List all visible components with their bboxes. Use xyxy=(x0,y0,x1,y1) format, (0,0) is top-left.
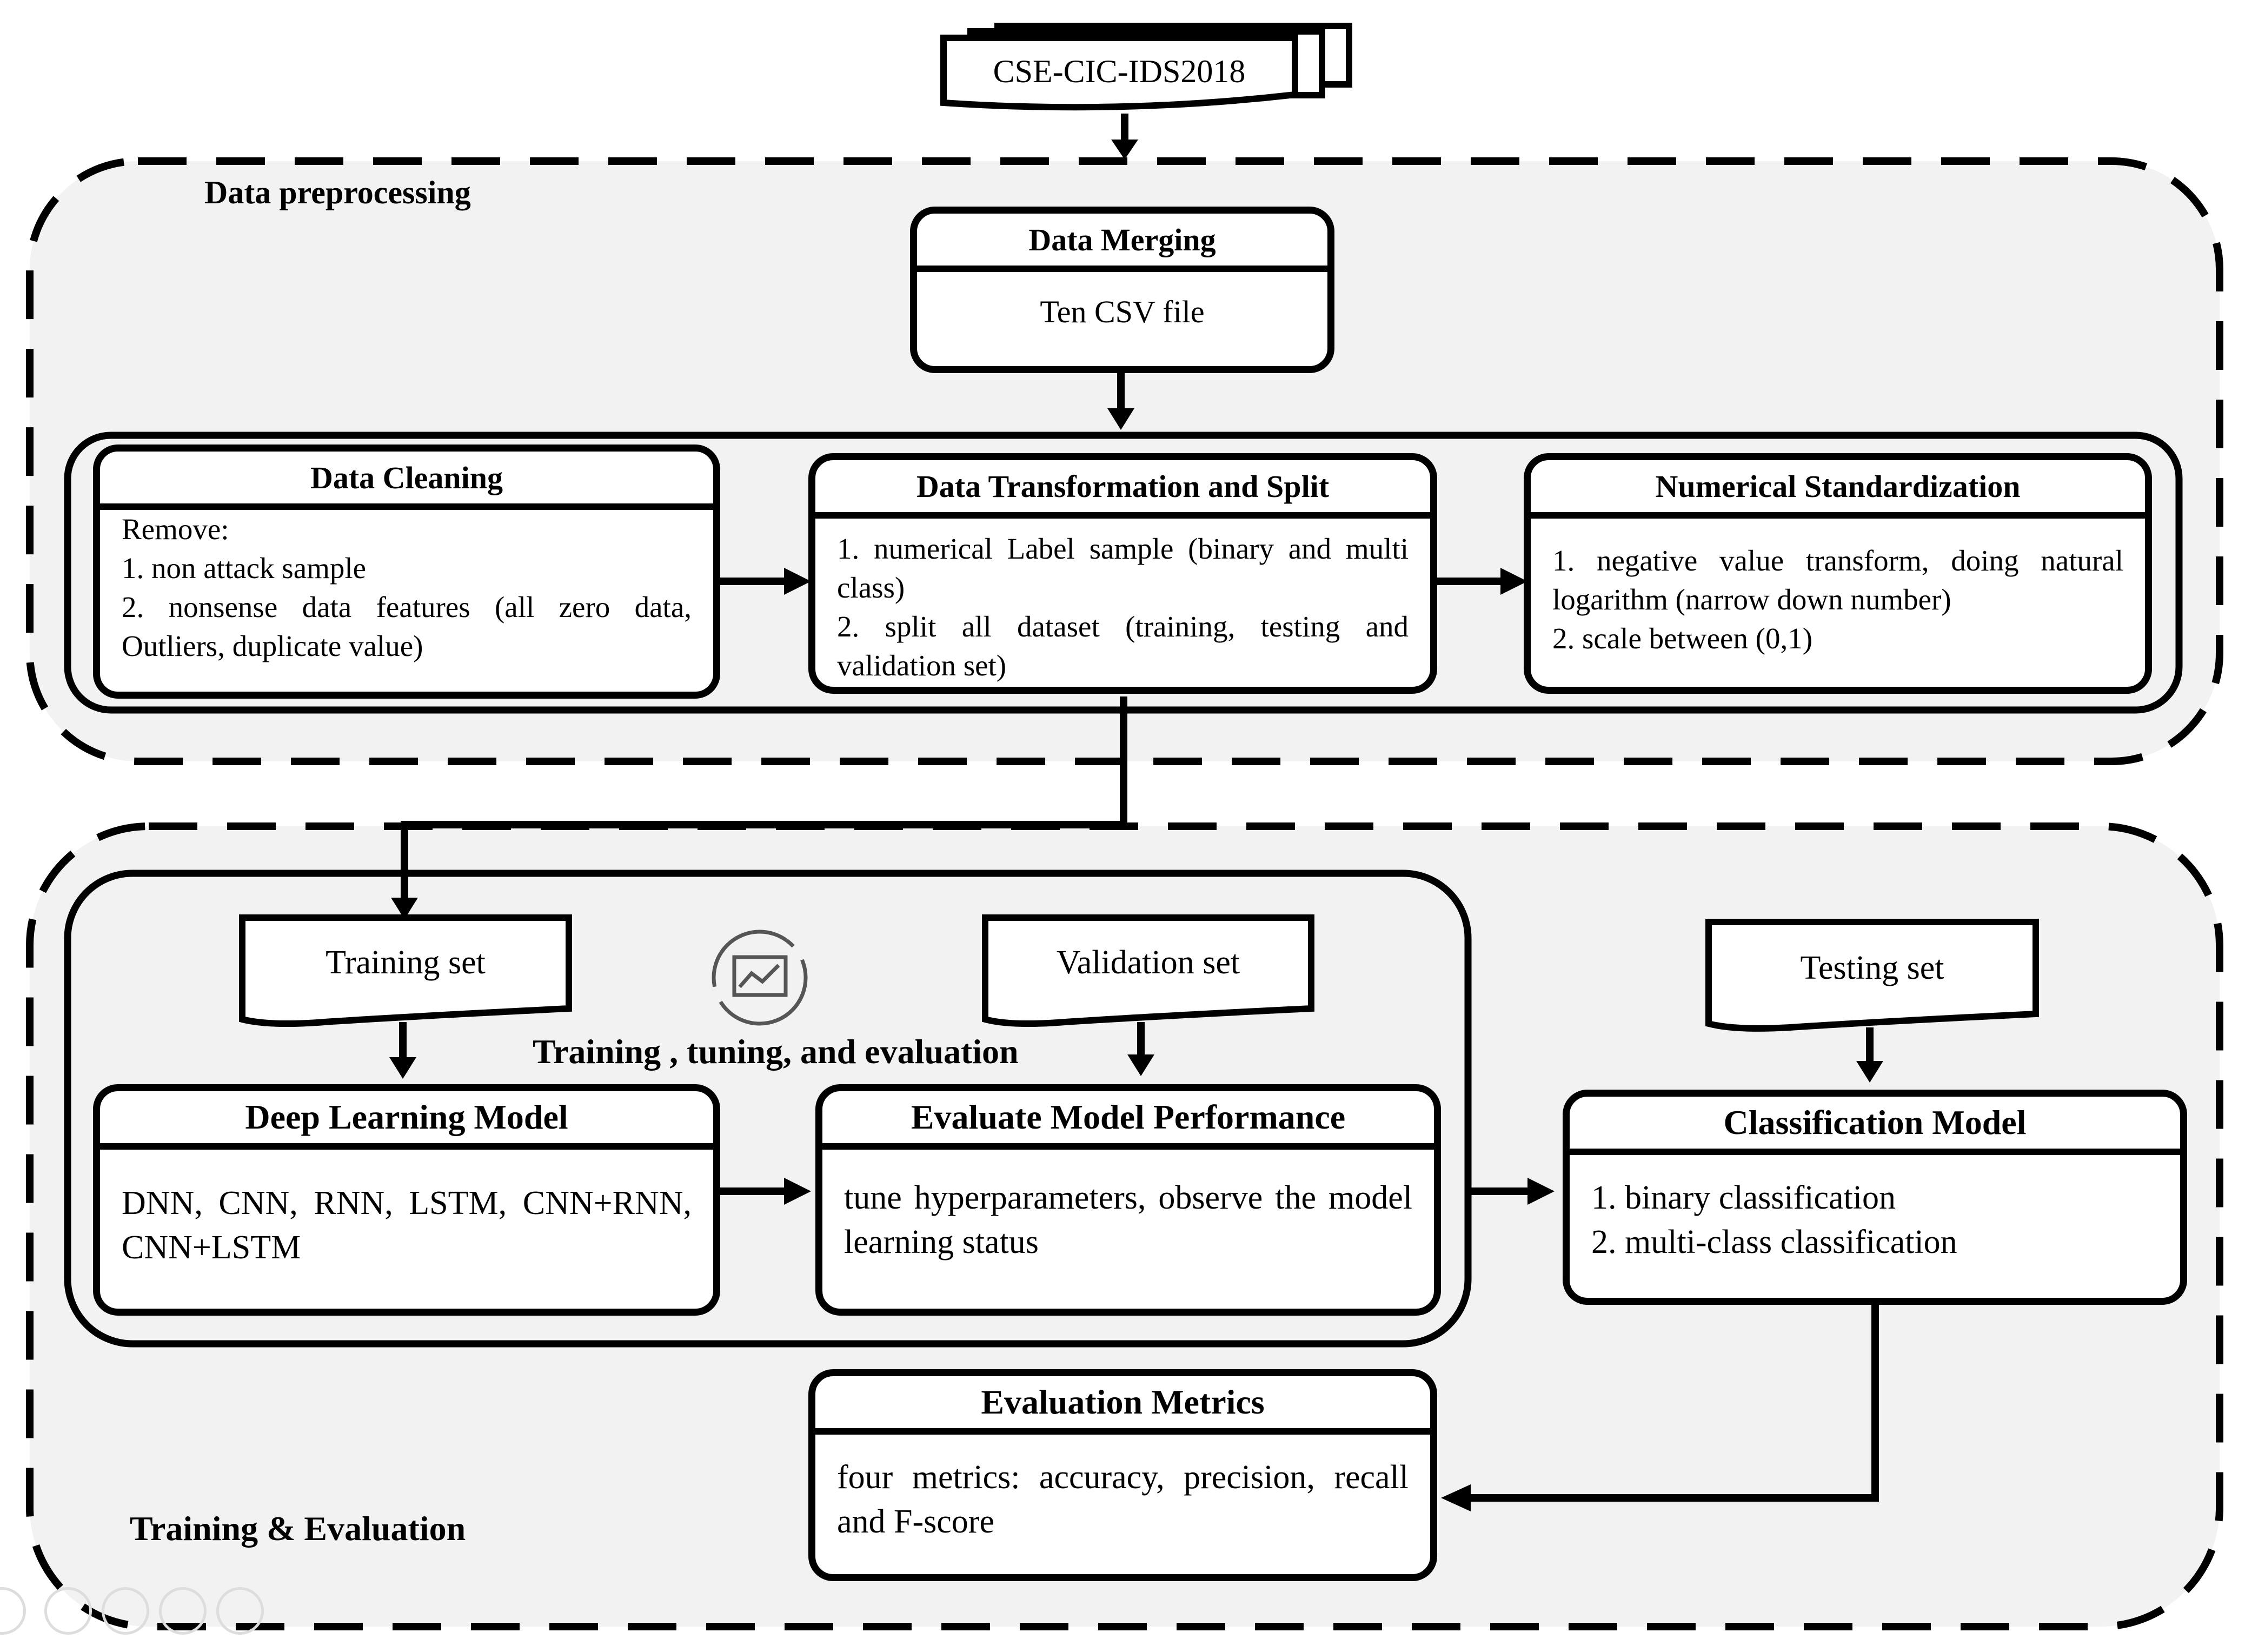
training-loop-title: Training , tuning, and evaluation xyxy=(533,1032,1019,1071)
numerical-standardization-line: 1. negative value transform, doing natur… xyxy=(1552,544,2123,616)
data-cleaning-line: 2. nonsense data features (all zero data… xyxy=(122,591,692,662)
numerical-standardization-title: Numerical Standardization xyxy=(1531,460,2145,519)
validation-set-label: Validation set xyxy=(1056,944,1240,981)
classification-model-line: 2. multi-class classification xyxy=(1591,1224,1957,1260)
deep-learning-model-box: Deep Learning Model DNN, CNN, RNN, LSTM,… xyxy=(93,1084,720,1316)
deep-learning-model-title: Deep Learning Model xyxy=(100,1091,713,1150)
evaluate-model-box: Evaluate Model Performance tune hyperpar… xyxy=(815,1084,1441,1316)
data-merging-title: Data Merging xyxy=(917,214,1327,272)
data-transformation-box: Data Transformation and Split 1. numeric… xyxy=(808,453,1437,694)
classification-model-title: Classification Model xyxy=(1570,1097,2180,1155)
data-cleaning-line: Remove: xyxy=(122,513,229,546)
arrowheads xyxy=(389,140,1883,1511)
numerical-standardization-box: Numerical Standardization 1. negative va… xyxy=(1524,453,2152,694)
evaluation-metrics-box: Evaluation Metrics four metrics: accurac… xyxy=(808,1369,1437,1581)
data-merging-box: Data Merging Ten CSV file xyxy=(910,207,1334,373)
evaluation-metrics-body: four metrics: accuracy, precision, recal… xyxy=(837,1459,1409,1540)
slides-icon[interactable] xyxy=(102,1587,149,1635)
evaluate-model-title: Evaluate Model Performance xyxy=(822,1091,1434,1150)
data-transformation-line: 1. numerical Label sample (binary and mu… xyxy=(837,532,1409,604)
pen-icon[interactable] xyxy=(44,1587,92,1635)
data-transformation-line: 2. split all dataset (training, testing … xyxy=(837,610,1409,682)
connectors xyxy=(399,114,1879,1502)
data-cleaning-title: Data Cleaning xyxy=(100,452,713,510)
numerical-standardization-line: 2. scale between (0,1) xyxy=(1552,622,1813,655)
data-transformation-title: Data Transformation and Split xyxy=(815,460,1430,519)
training-set-label: Training set xyxy=(326,944,486,981)
preprocessing-title: Data preprocessing xyxy=(204,175,471,210)
training-cycle-icon xyxy=(712,930,808,1026)
more-options-icon[interactable] xyxy=(216,1587,264,1635)
zoom-icon[interactable] xyxy=(159,1587,207,1635)
deep-learning-model-body: DNN, CNN, RNN, LSTM, CNN+RNN, CNN+LSTM xyxy=(122,1185,692,1266)
dataset-label: CSE-CIC-IDS2018 xyxy=(993,54,1246,89)
data-merging-body: Ten CSV file xyxy=(1040,294,1205,329)
classification-model-box: Classification Model 1. binary classific… xyxy=(1563,1090,2187,1305)
classification-model-line: 1. binary classification xyxy=(1591,1179,1896,1216)
testing-set-document xyxy=(1705,919,2039,1032)
training-evaluation-title: Training & Evaluation xyxy=(130,1509,466,1548)
testing-set-label: Testing set xyxy=(1800,950,1944,986)
evaluate-model-body: tune hyperparameters, observe the model … xyxy=(844,1179,1412,1260)
dataset-document xyxy=(940,23,1352,111)
data-cleaning-line: 1. non attack sample xyxy=(122,552,367,585)
validation-set-document xyxy=(982,914,1314,1027)
data-cleaning-box: Data Cleaning Remove: 1. non attack samp… xyxy=(93,444,720,699)
training-set-document xyxy=(239,914,572,1027)
evaluation-metrics-title: Evaluation Metrics xyxy=(815,1376,1430,1435)
